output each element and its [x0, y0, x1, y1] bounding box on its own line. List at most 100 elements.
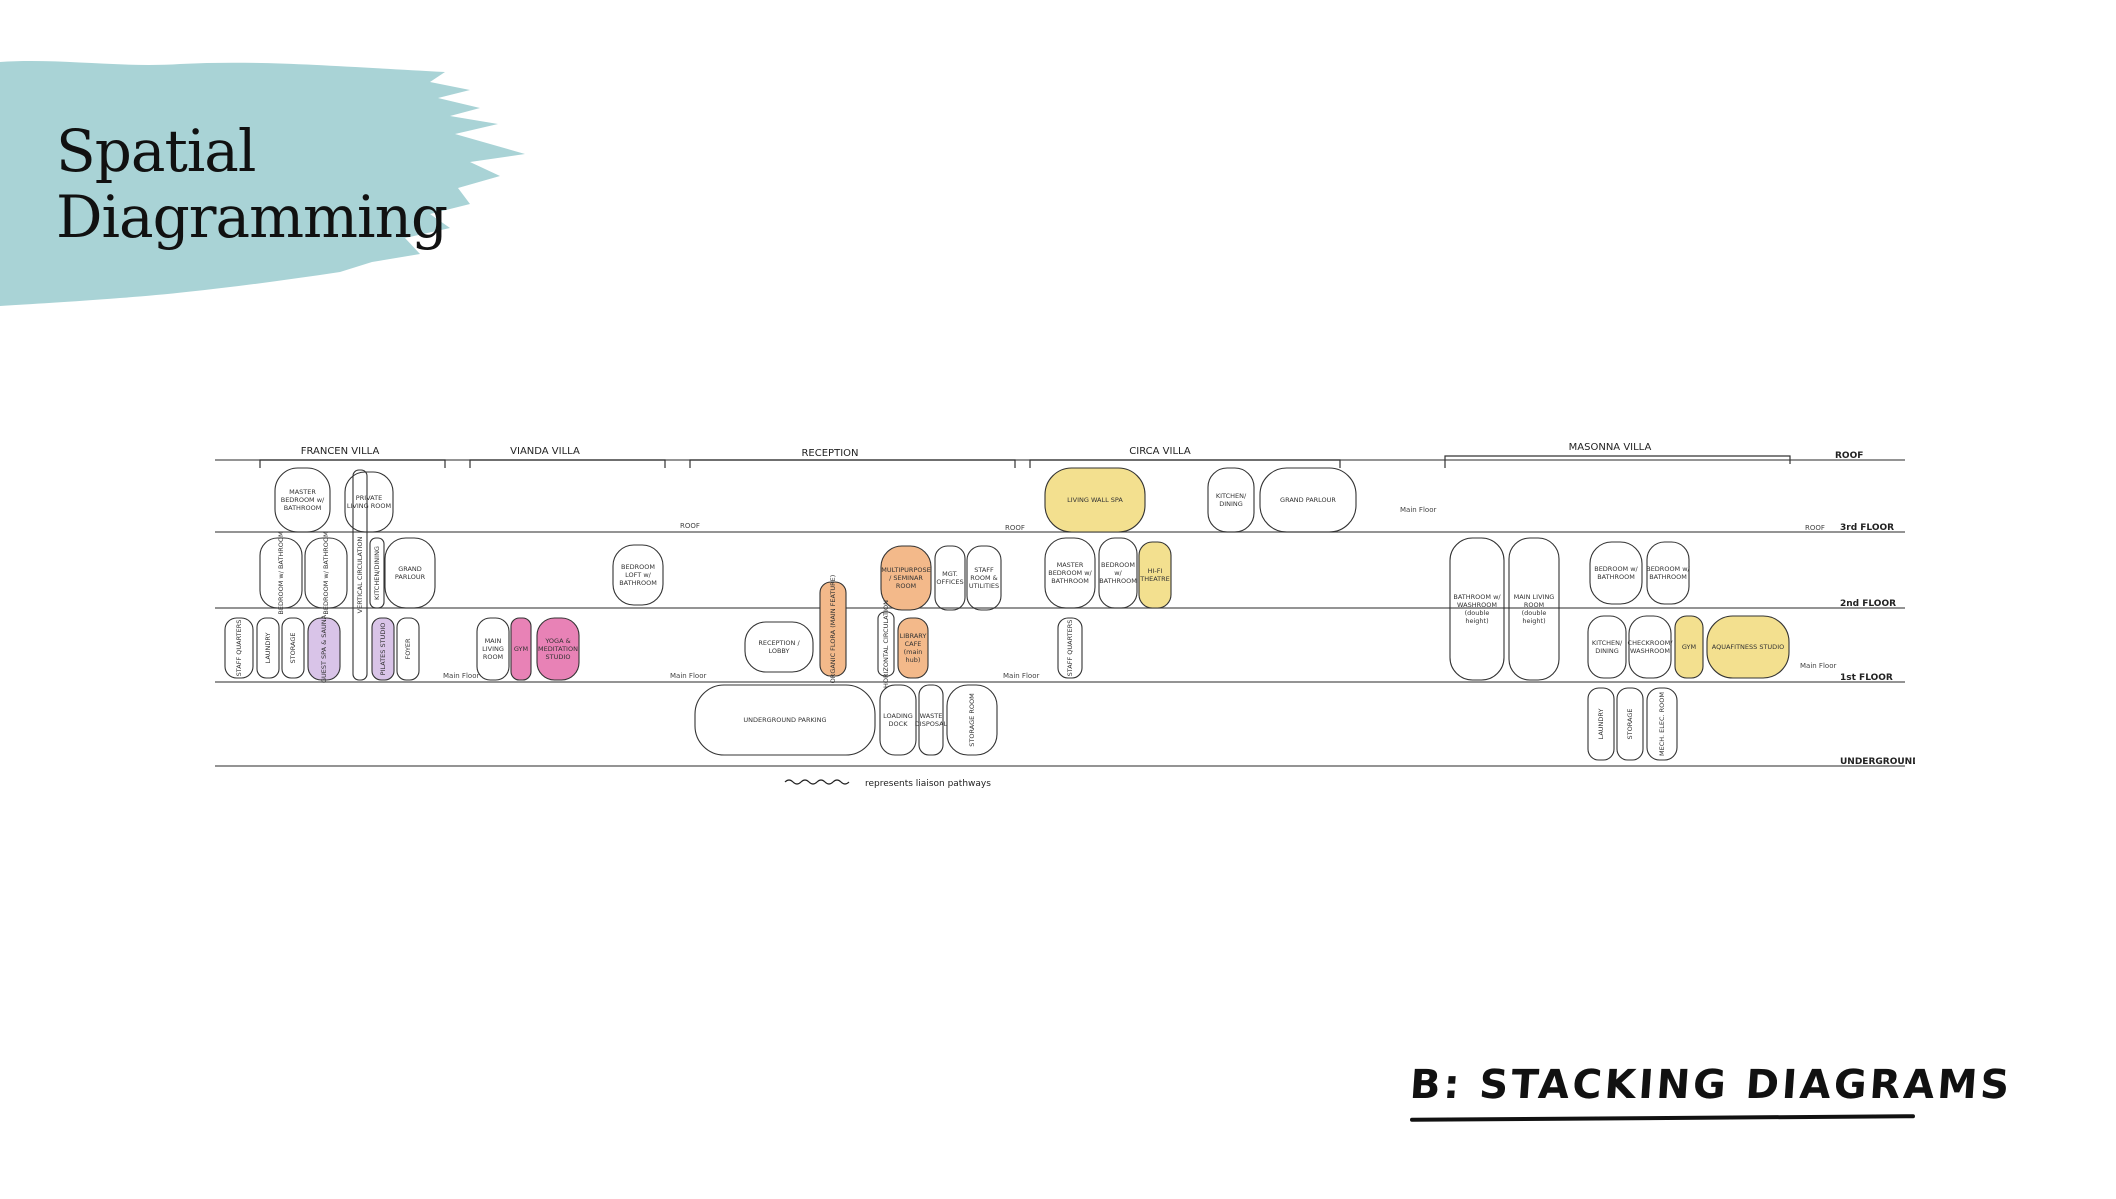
legend-text: represents liaison pathways — [865, 779, 991, 789]
room-shape — [1138, 541, 1172, 609]
slide-title: Spatial Diagramming — [56, 118, 448, 251]
level-label-underground: UNDERGROUND — [1840, 757, 1915, 767]
room-bubble: GYM — [510, 617, 532, 681]
room-shape — [224, 617, 254, 679]
room-label: BEDROOM w/ BATHROOM — [322, 531, 330, 614]
room-shape — [510, 617, 532, 681]
room-bubble: STAFF QUARTERS — [1057, 617, 1083, 679]
level-label-1st: 1st FLOOR — [1840, 673, 1893, 683]
bracket-reception — [689, 459, 1016, 468]
room-bubble: BEDROOM w/BATHROOM — [1646, 541, 1691, 605]
room-bubble: GRAND PARLOUR — [1259, 467, 1357, 533]
section-labels: FRANCEN VILLA VIANDA VILLA RECEPTION CIR… — [301, 442, 1652, 459]
room-shape — [1044, 537, 1096, 609]
room-label: STAFF QUARTERS — [235, 620, 243, 677]
room-shape — [694, 684, 876, 756]
room-bubble: STORAGE — [281, 617, 305, 679]
room-shape — [1044, 467, 1146, 533]
bracket-francen — [259, 459, 446, 468]
room-shape — [307, 617, 341, 681]
room-label: GUEST SPA & SAUNA — [320, 614, 328, 683]
room-bubble: AQUAFITNESS STUDIO — [1706, 615, 1790, 679]
room-shape — [281, 617, 305, 679]
room-shape — [1449, 537, 1505, 681]
room-shape — [1646, 541, 1690, 605]
room-bubble: HORIZONTAL CIRCULATION — [877, 600, 895, 688]
room-shape — [1646, 687, 1678, 761]
room-label: FOYER — [404, 638, 412, 660]
room-bubble: LAUNDRY — [256, 617, 280, 679]
room-label: UNDERGROUND PARKING — [743, 716, 826, 724]
room-shape — [259, 537, 303, 609]
title-brush-banner — [0, 58, 540, 318]
room-shape — [476, 617, 510, 681]
room-shape — [256, 617, 280, 679]
room-shape — [880, 545, 932, 611]
room-bubble: LAUNDRY — [1587, 687, 1615, 761]
room-shape — [918, 684, 944, 756]
room-shape — [1098, 537, 1138, 609]
room-label: GRAND PARLOUR — [1280, 496, 1336, 504]
room-label: RECEPTION /LOBBY — [758, 639, 800, 655]
room-label: ORGANIC FLORA (MAIN FEATURE) — [829, 575, 837, 684]
section-brackets — [259, 455, 1791, 468]
room-bubble: FOYER — [396, 617, 420, 681]
room-shape — [274, 467, 331, 533]
misc-labels: ROOF ROOF ROOF Main Floor Main Floor Mai… — [443, 506, 1836, 680]
room-shape — [946, 684, 998, 756]
room-bubble: BEDROOM w/BATHROOM — [1589, 541, 1643, 605]
room-label: AQUAFITNESS STUDIO — [1712, 643, 1784, 651]
room-bubble: BEDROOM w/ BATHROOM — [304, 531, 348, 615]
section-label-francen: FRANCEN VILLA — [301, 446, 380, 457]
room-label: STORAGE ROOM — [968, 693, 976, 746]
room-bubble: STAFF QUARTERS — [224, 617, 254, 679]
room-label: PILATES STUDIO — [379, 623, 387, 676]
title-line-2: Diagramming — [56, 183, 448, 251]
room-shape — [879, 684, 917, 756]
room-shape — [1207, 467, 1255, 533]
room-shape — [1057, 617, 1083, 679]
room-bubble: BEDROOM w/ BATHROOM — [259, 531, 303, 615]
room-label: MECH. ELEC. ROOM — [1658, 692, 1666, 756]
room-shape — [1674, 615, 1704, 679]
room-label: BEDROOM w/BATHROOM — [1594, 565, 1638, 581]
room-label: HORIZONTAL CIRCULATION — [882, 600, 890, 688]
room-bubble: PILATES STUDIO — [371, 617, 395, 681]
roof-note-b: ROOF — [1005, 524, 1025, 532]
room-shape — [344, 471, 394, 533]
section-label-reception: RECEPTION — [801, 448, 858, 459]
liaison-squiggle-icon — [784, 779, 850, 785]
room-label: STORAGE — [289, 633, 297, 664]
room-label: STAFF QUARTERS — [1066, 620, 1074, 677]
section-label-circa: CIRCA VILLA — [1129, 446, 1191, 457]
room-shape — [819, 581, 847, 677]
room-shape — [612, 544, 664, 606]
room-label: GYM — [1682, 643, 1696, 651]
room-label: KITCHEN/DINING — [373, 546, 381, 600]
room-bubble: KITCHEN/DINING — [1207, 467, 1255, 533]
level-labels: ROOF 3rd FLOOR 2nd FLOOR 1st FLOOR UNDER… — [1835, 451, 1915, 767]
room-label: MGT.OFFICES — [936, 570, 963, 586]
bracket-masonna — [1444, 455, 1791, 468]
room-label: KITCHEN/DINING — [1216, 492, 1247, 508]
room-bubble: GUEST SPA & SAUNA — [307, 614, 341, 683]
